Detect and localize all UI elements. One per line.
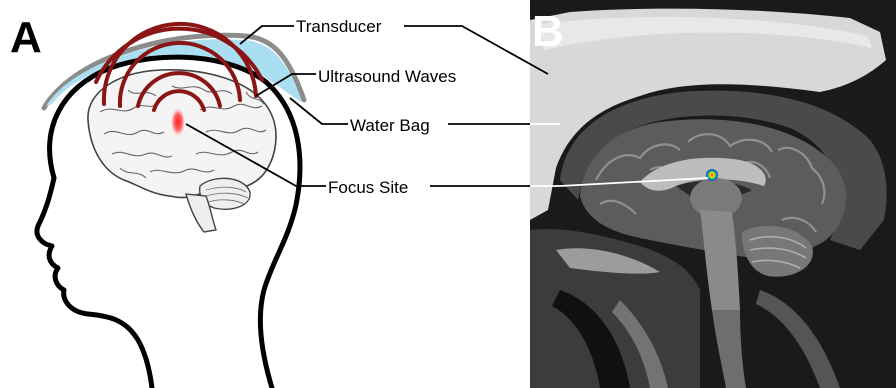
face-profile xyxy=(37,178,152,388)
panel-a xyxy=(37,24,348,388)
focus-site-marker xyxy=(171,108,185,136)
focus-site-label: Focus Site xyxy=(328,178,408,198)
transducer-label: Transducer xyxy=(296,17,381,37)
panel-a-letter: A xyxy=(10,16,42,60)
water-bag-label: Water Bag xyxy=(350,116,430,136)
panel-b xyxy=(530,0,896,388)
ultrasound-waves-label: Ultrasound Waves xyxy=(318,67,456,87)
brain-illustration xyxy=(88,70,276,232)
panel-b-letter: B xyxy=(532,10,564,54)
mri-focus-hotspot xyxy=(706,169,718,181)
